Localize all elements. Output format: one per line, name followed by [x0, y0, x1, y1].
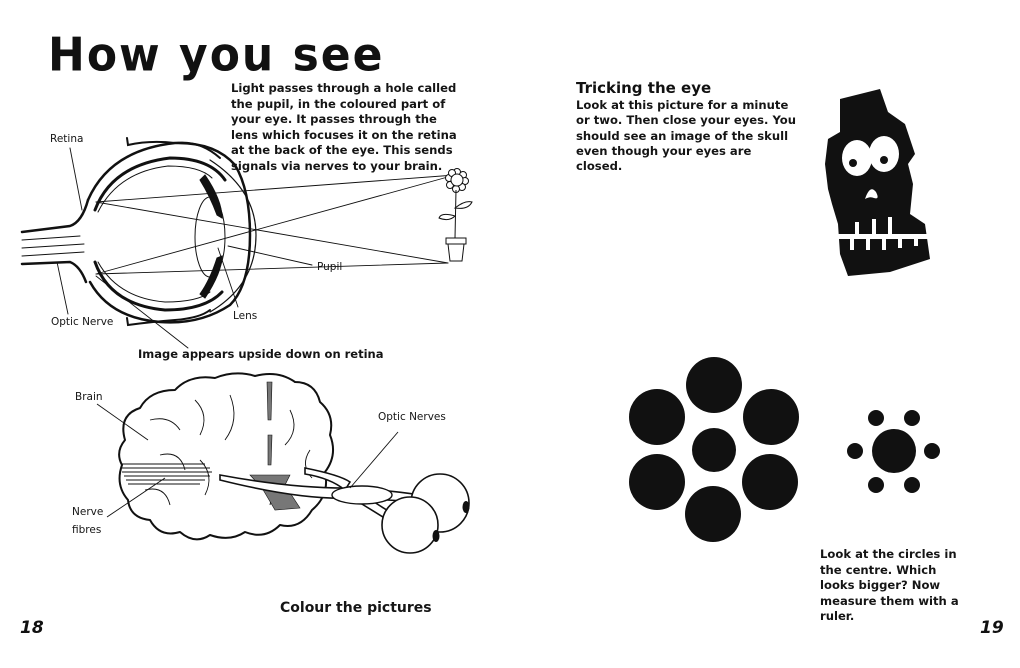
- nerve-fibres-label-line2: fibres: [72, 524, 102, 536]
- large-surround-circles-icon: [629, 357, 799, 542]
- eye-diagram-icon: [20, 137, 456, 349]
- lens-label: Lens: [233, 310, 258, 322]
- pupil-label: Pupil: [317, 261, 343, 273]
- flower-pot-icon: [438, 168, 473, 262]
- page-number-left: 18: [20, 618, 44, 638]
- right-page: Tricking the eye Look at this picture fo…: [510, 0, 1020, 668]
- colour-instruction: Colour the pictures: [280, 600, 432, 616]
- eye-caption: Image appears upside down on retina: [138, 347, 384, 361]
- intro-paragraph: Light passes through a hole called the p…: [231, 81, 457, 173]
- retina-label: Retina: [50, 133, 84, 145]
- left-page: How you see Light passes through a hole …: [20, 28, 473, 638]
- brain-label: Brain: [75, 391, 103, 403]
- small-surround-circles-icon: [847, 410, 940, 493]
- illusion-paragraph: Look at the circles in the centre. Which…: [820, 547, 959, 623]
- section-title: Tricking the eye: [576, 79, 712, 97]
- section-paragraph: Look at this picture for a minute or two…: [576, 98, 797, 174]
- optic-nerves-label: Optic Nerves: [378, 411, 446, 423]
- optic-nerve-label: Optic Nerve: [51, 316, 114, 328]
- page-title: How you see: [48, 28, 385, 83]
- nerve-fibres-label-line1: Nerve: [72, 506, 104, 518]
- skull-icon: [825, 89, 930, 276]
- brain-icon: [96, 372, 470, 554]
- page-number-right: 19: [980, 618, 1004, 638]
